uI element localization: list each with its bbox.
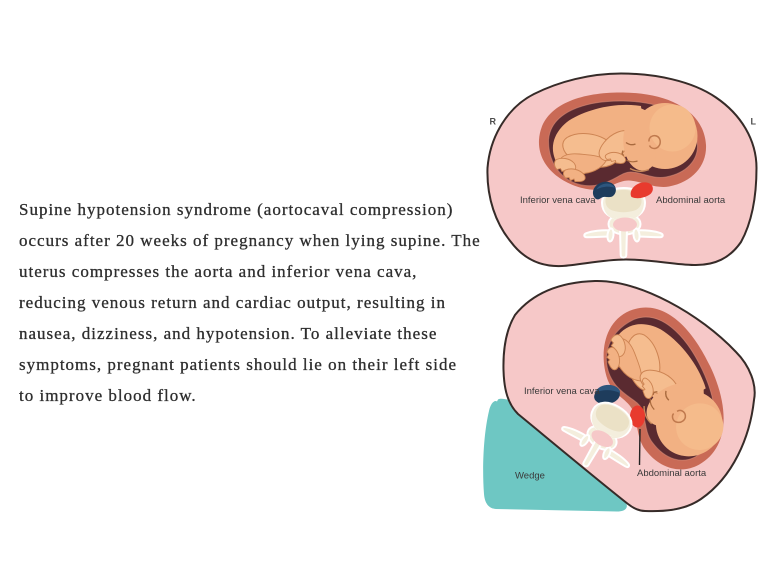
svg-text:Wedge: Wedge	[515, 471, 545, 482]
svg-text:L: L	[751, 117, 757, 127]
svg-text:Abdominal aorta: Abdominal aorta	[656, 195, 726, 206]
svg-text:Inferior vena cava: Inferior vena cava	[524, 386, 600, 397]
svg-text:Inferior vena cava: Inferior vena cava	[520, 195, 596, 206]
svg-text:R: R	[490, 117, 497, 127]
svg-text:Abdominal aorta: Abdominal aorta	[637, 468, 707, 479]
